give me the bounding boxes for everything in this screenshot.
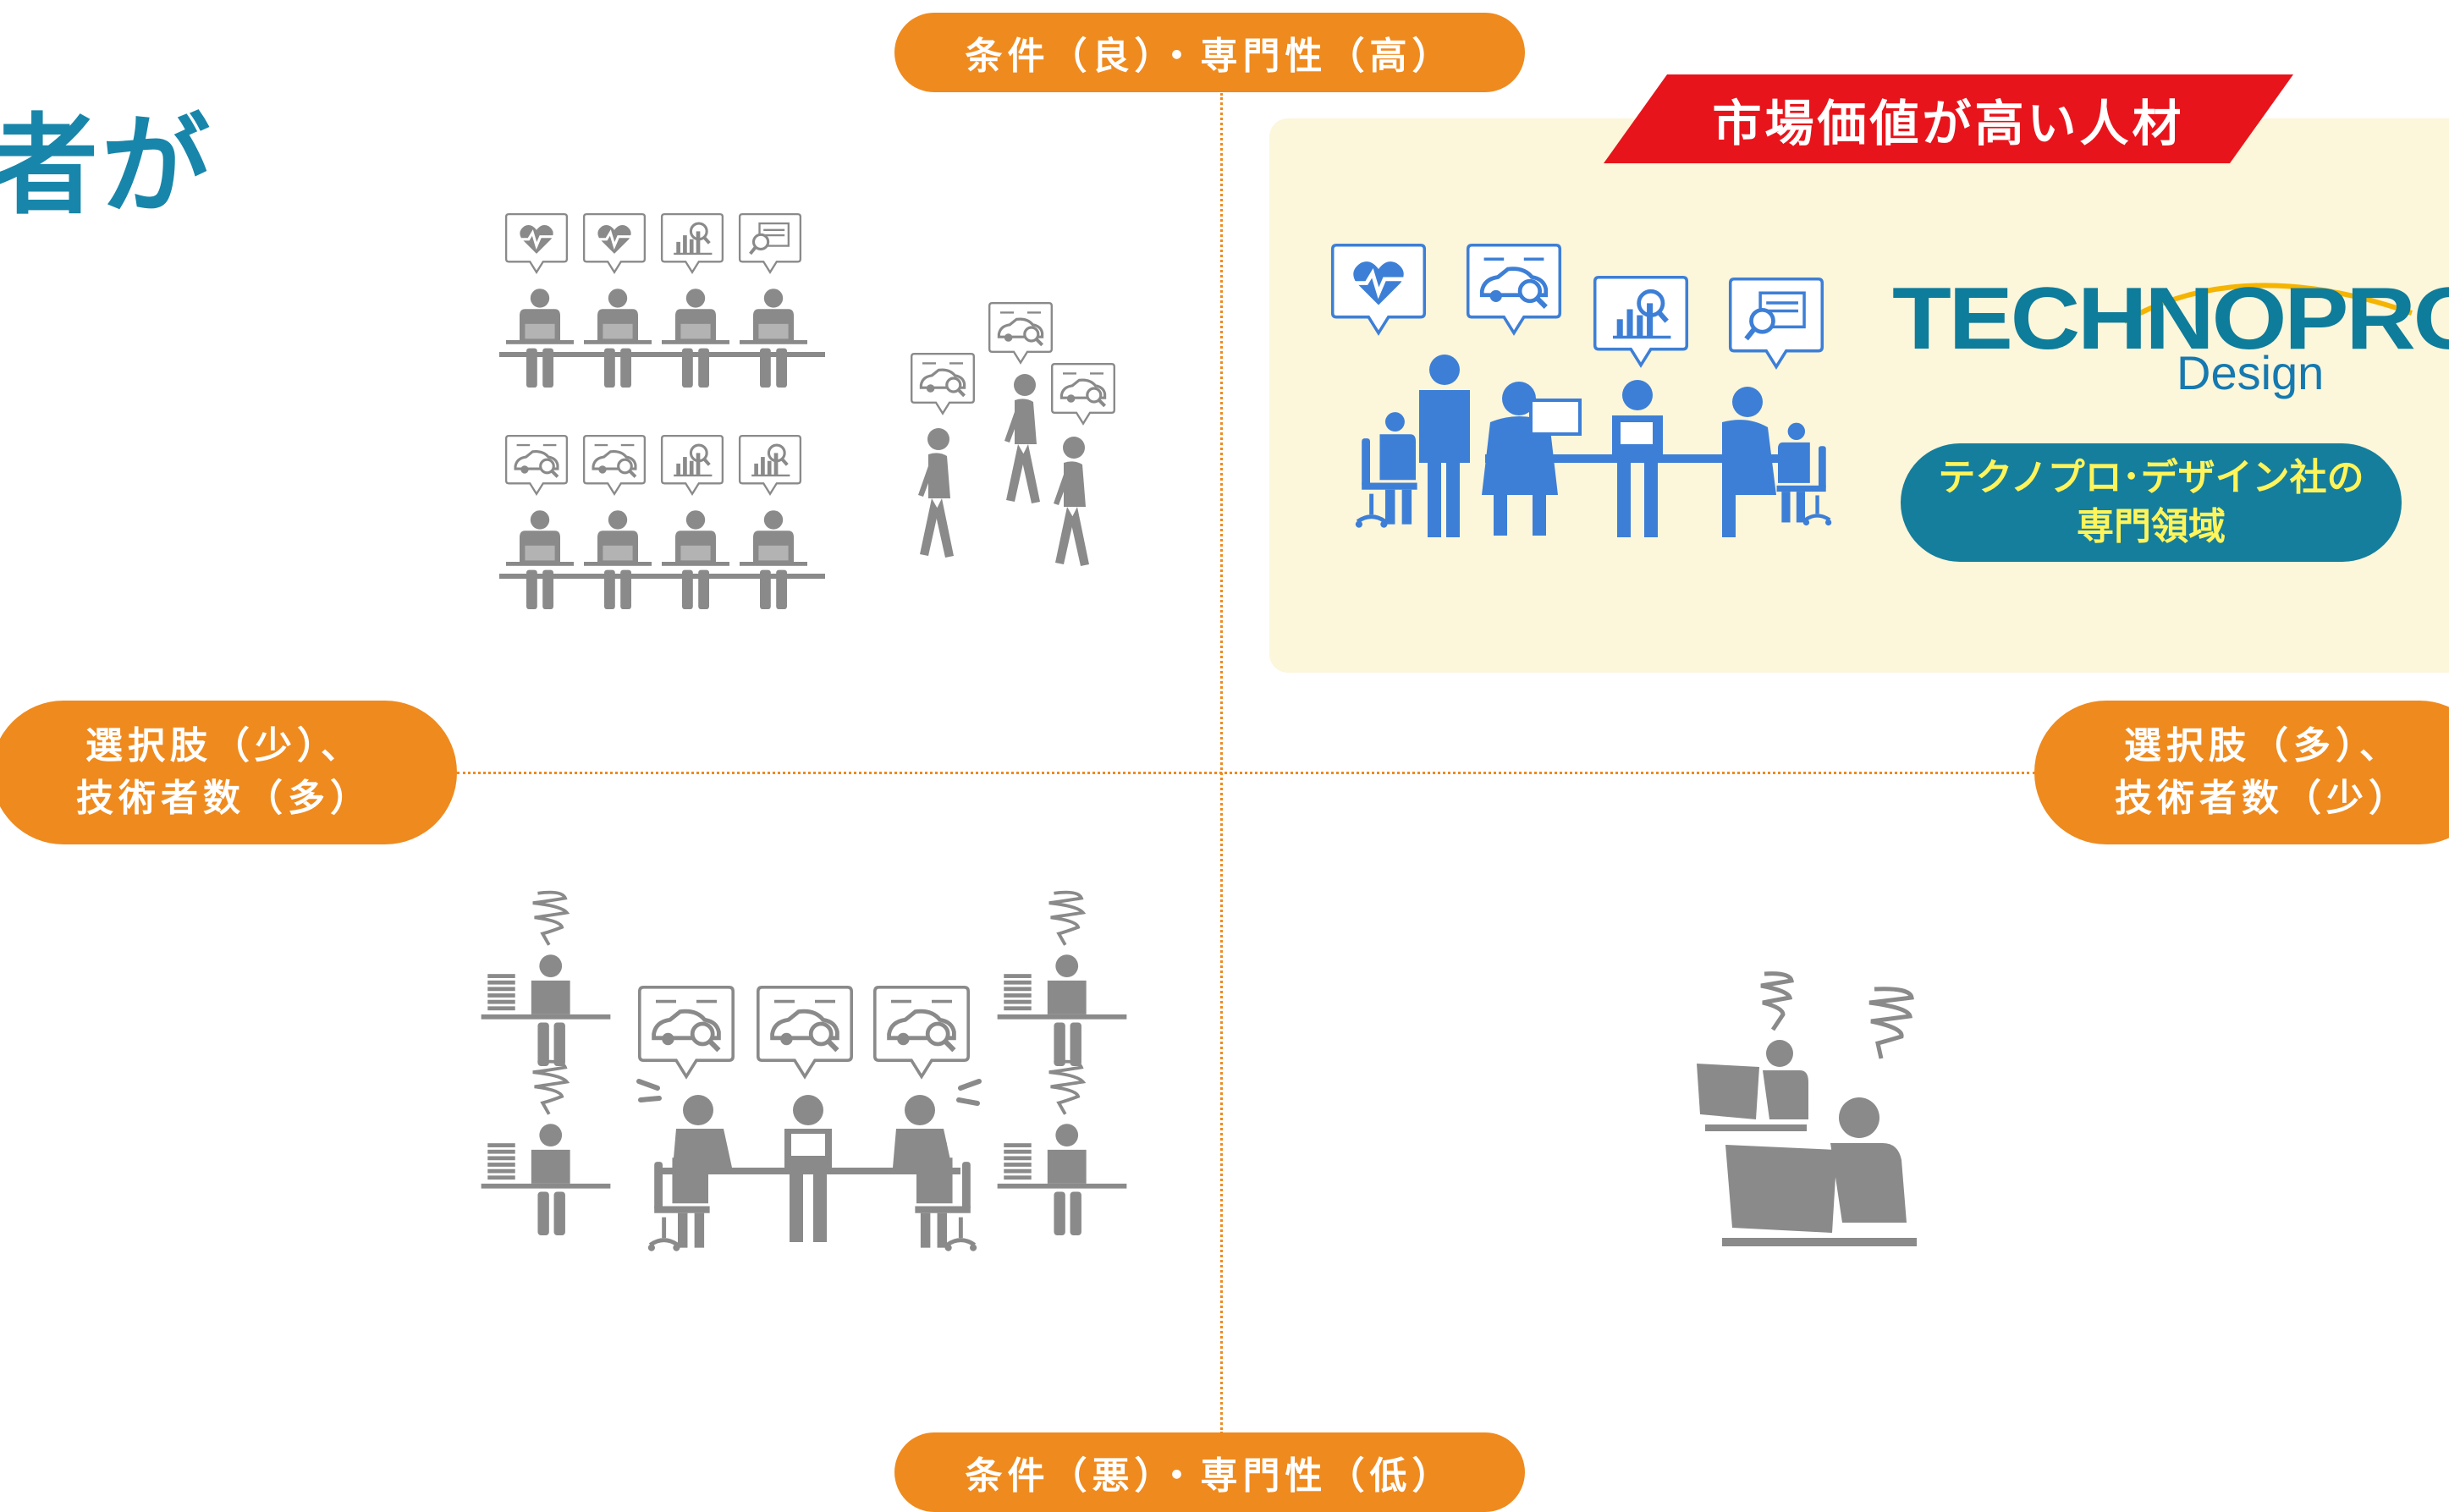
axis-label-top-text: 条件（良）・専門性（高） [965,35,1455,78]
axis-label-right: 選択肢（多）、 技術者数（少） [2034,701,2449,844]
screen-magnifier-icon [740,214,801,272]
screen-magnifier-icon [1731,279,1823,367]
domain-badge: テクノプロ･デザイン社の 専門領域 [1901,443,2402,562]
axis-label-left-line2: 技術者数（多） [76,777,372,820]
car-magnifier-icon [1468,245,1560,333]
chart-magnifier-icon [662,436,723,494]
heart-icon [584,214,645,272]
stress-scribble-icon [995,890,1129,1066]
technopro-logo: TECHNOPRO [1892,270,2449,368]
horizontal-axis [457,772,2035,774]
axis-label-right-line2: 技術者数（少） [2115,777,2411,820]
axis-label-top: 条件（良）・専門性（高） [894,13,1525,92]
domain-badge-line2: 専門領域 [2077,505,2226,548]
car-magnifier-icon [758,987,851,1077]
specialist-team [1324,241,1849,537]
axis-label-bottom: 条件（悪）・専門性（低） [894,1432,1525,1512]
stress-scribble-icon [479,1059,613,1235]
page-title-fragment: 者が [0,103,214,229]
logo-swoosh-icon [2122,283,2413,324]
chart-magnifier-icon [740,436,801,494]
heart-icon [1333,245,1425,333]
heart-icon [506,214,567,272]
domain-badge-line1: テクノプロ･デザイン社の [1938,456,2364,499]
isolated-workers [1697,971,1917,1246]
chart-magnifier-icon [662,214,723,272]
vertical-axis [1220,93,1223,1434]
technopro-logo-sub: Design [2177,346,2325,399]
car-magnifier-icon [640,987,733,1077]
car-magnifier-icon [584,436,645,494]
banner-shape [1604,74,2293,163]
car-magnifier-icon [989,303,1052,362]
classroom-group [499,212,825,609]
axis-label-bottom-text: 条件（悪）・専門性（低） [965,1454,1455,1498]
stress-scribble-icon [479,890,613,1066]
chart-magnifier-icon [1595,278,1687,366]
car-magnifier-icon [875,987,968,1077]
walking-group [901,300,1130,566]
axis-label-right-line1: 選択肢（多）、 [2124,724,2402,767]
car-magnifier-icon [911,354,974,413]
banner-label: 市場価値が高い人材 [1712,94,2185,152]
axis-label-left: 選択肢（少）、 技術者数（多） [0,701,457,844]
car-magnifier-icon [506,436,567,494]
car-magnifier-icon [1052,364,1114,423]
stress-scribble-icon [995,1059,1129,1235]
axis-label-left-line1: 選択肢（少）、 [85,724,363,767]
stress-scribble-icon [1760,971,1914,1059]
overloaded-group [479,890,1129,1261]
